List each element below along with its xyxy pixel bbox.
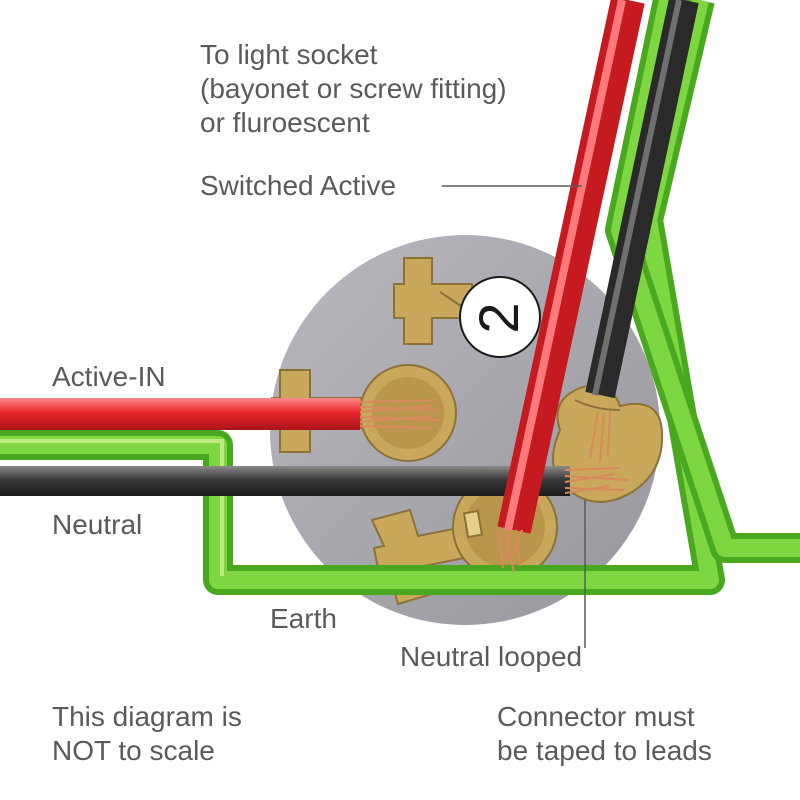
label-neutral-looped: Neutral looped (400, 641, 583, 672)
label-connector-taped: Connector must be taped to leads (497, 701, 712, 766)
terminal-number: 2 (467, 302, 530, 333)
label-neutral: Neutral (52, 509, 143, 540)
active-in-wire (0, 398, 360, 430)
copper-strands (359, 399, 629, 573)
neutral-connector (552, 384, 664, 503)
label-earth: Earth (270, 603, 337, 634)
label-not-to-scale: This diagram is NOT to scale (52, 701, 242, 766)
switched-active-wire (497, 0, 645, 534)
label-active-in: Active-IN (52, 361, 166, 392)
label-to-light-socket: To light socket (bayonet or screw fittin… (200, 39, 507, 138)
terminal-number-badge (459, 276, 541, 358)
terminal-2: 2 (393, 257, 541, 358)
label-switched-active: Switched Active (200, 170, 397, 201)
neutral-wire (0, 0, 699, 496)
